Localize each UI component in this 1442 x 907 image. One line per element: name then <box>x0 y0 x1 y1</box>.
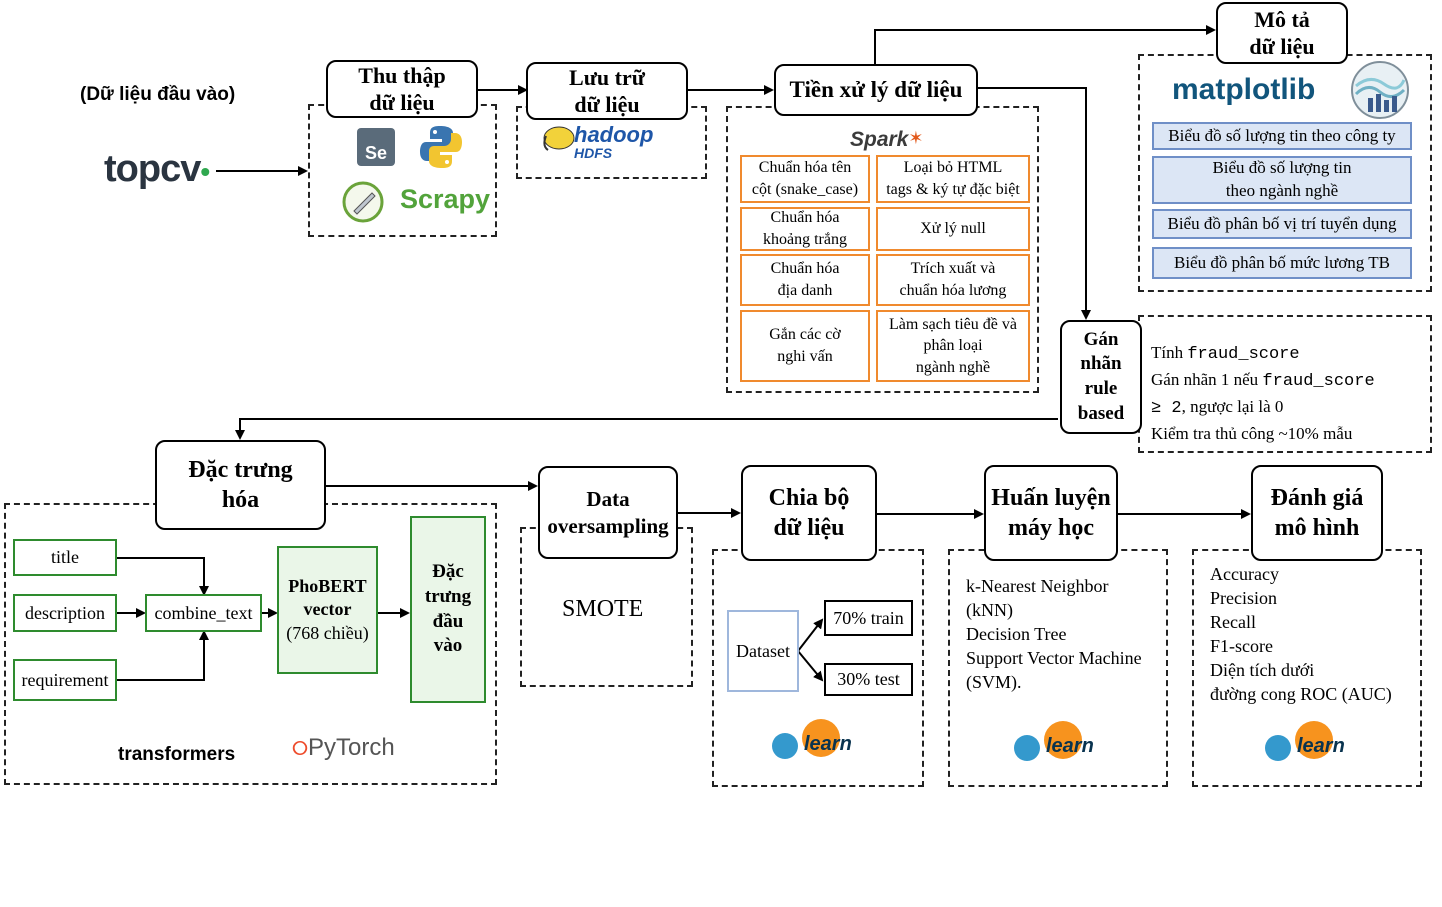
viz-item: Biểu đồ phân bố mức lương TB <box>1152 247 1412 279</box>
label-rule-line: Tính fraud_score <box>1151 340 1375 367</box>
model-list: k-Nearest Neighbor (kNN) Decision Tree S… <box>966 576 1142 692</box>
input-features-box: Đặc trưng đầu vào <box>410 516 486 703</box>
scrapy-logo-text: Scrapy <box>400 184 491 214</box>
pytorch-logo: ⭘PyTorch <box>292 734 395 762</box>
stage-describe-label: Mô tả dữ liệu <box>1249 6 1315 60</box>
stage-preprocess-label: Tiền xử lý dữ liệu <box>789 76 963 102</box>
sklearn-blob-orange <box>1044 721 1082 759</box>
sklearn-logo-text: learn <box>804 733 852 755</box>
stage-preprocess: Tiền xử lý dữ liệu <box>774 64 978 116</box>
train-split-box: 70% train <box>824 600 913 636</box>
pytorch-logo-text: PyTorch <box>308 734 395 761</box>
viz-item: Biểu đồ số lượng tin theo công ty <box>1152 122 1412 150</box>
hadoop-elephant-icon <box>543 126 575 151</box>
metric-list: Accuracy Precision Recall F1-score Diện … <box>1210 564 1392 704</box>
transformers-label: transformers <box>118 744 236 765</box>
stage-oversample: Data oversampling <box>538 466 678 559</box>
selenium-icon: Se <box>357 128 395 166</box>
stage-train-label: Huấn luyện máy học <box>991 485 1111 541</box>
selenium-icon-text: Se <box>364 143 388 163</box>
label-rule-code: fraud_score <box>1187 345 1300 364</box>
spark-star-icon: ✶ <box>908 128 924 148</box>
topcv-logo-dot: • <box>200 156 210 187</box>
feature-input-description: description <box>13 594 117 632</box>
input-label: (Dữ liệu đầu vào) <box>80 84 236 105</box>
stage-split-label: Chia bộ dữ liệu <box>768 485 850 541</box>
seaborn-logo-icon <box>1351 61 1409 119</box>
label-rule-line: Gán nhãn 1 nếu fraud_score <box>1151 367 1375 394</box>
scrapy-spatula-icon <box>342 181 384 223</box>
collect-tools-group <box>308 104 497 237</box>
label-rules-text: Tính fraud_score Gán nhãn 1 nếu fraud_sc… <box>1151 340 1375 446</box>
topcv-logo-text: topcv <box>104 148 201 190</box>
sklearn-blob-orange <box>1295 721 1333 759</box>
sklearn-logo-text: learn <box>1297 735 1345 757</box>
stage-split: Chia bộ dữ liệu <box>741 465 877 561</box>
hadoop-logo-text: hadoop <box>574 122 654 147</box>
dataset-box: Dataset <box>727 610 799 692</box>
pytorch-flame-icon: ⭘ <box>292 738 308 760</box>
sklearn-blob-blue <box>1014 735 1040 761</box>
preprocess-step: Chuẩn hóa khoảng trắng <box>740 207 870 251</box>
sklearn-blob-blue <box>772 733 798 759</box>
stage-label-label: Gán nhãn rule based <box>1077 328 1125 424</box>
smote-label: SMOTE <box>562 596 644 622</box>
stage-store: Lưu trữ dữ liệu <box>526 62 688 120</box>
phobert-label: PhoBERT vector <box>288 575 367 620</box>
stage-evaluate-label: Đánh giá mô hình <box>1270 485 1364 541</box>
preprocess-step: Chuẩn hóa tên cột (snake_case) <box>740 155 870 203</box>
label-rule-text: Gán nhãn 1 nếu <box>1151 370 1263 389</box>
preprocess-step: Gắn các cờ nghi vấn <box>740 310 870 382</box>
test-split-box: 30% test <box>824 663 913 696</box>
stage-featurize-label: Đặc trưng hóa <box>188 457 293 513</box>
phobert-box: PhoBERT vector (768 chiều) <box>277 546 378 674</box>
feature-input-requirement: requirement <box>13 659 117 701</box>
viz-item: Biểu đồ số lượng tin theo ngành nghề <box>1152 156 1412 204</box>
preprocess-step: Loại bỏ HTML tags & ký tự đặc biệt <box>876 155 1030 203</box>
sklearn-logo: learn <box>772 719 856 761</box>
stage-label: Gán nhãn rule based <box>1060 320 1142 434</box>
stage-oversample-label: Data oversampling <box>547 487 669 538</box>
feature-input-title: title <box>13 539 117 576</box>
spark-logo-text: Spark <box>850 128 909 151</box>
sklearn-logo: learn <box>1014 721 1098 763</box>
sklearn-logo: learn <box>1265 721 1349 763</box>
preprocess-step: Làm sạch tiêu đề và phân loại ngành nghề <box>876 310 1030 382</box>
preprocess-step: Trích xuất và chuẩn hóa lương <box>876 254 1030 306</box>
matplotlib-logo: matplotlib <box>1172 73 1316 106</box>
sklearn-blob-blue <box>1265 735 1291 761</box>
stage-evaluate: Đánh giá mô hình <box>1251 465 1383 561</box>
stage-collect-label: Thu thập dữ liệu <box>358 62 446 116</box>
spark-logo: Spark✶ <box>850 128 923 152</box>
label-rule-text: Tính <box>1151 343 1188 362</box>
sklearn-blob-orange <box>802 719 840 757</box>
label-rule-line: ≥ 2, ngược lại là 0 <box>1151 394 1375 421</box>
stage-store-label: Lưu trữ dữ liệu <box>569 64 645 118</box>
preprocess-step: Xử lý null <box>876 207 1030 251</box>
label-rule-code: ≥ 2 <box>1151 399 1182 418</box>
preprocess-step: Chuẩn hóa địa danh <box>740 254 870 306</box>
combine-text-box: combine_text <box>145 594 262 632</box>
phobert-dimension: (768 chiều) <box>286 622 369 643</box>
sklearn-logo-text: learn <box>1046 735 1094 757</box>
python-icon <box>420 126 462 168</box>
stage-collect: Thu thập dữ liệu <box>326 60 478 118</box>
stage-describe: Mô tả dữ liệu <box>1216 2 1348 64</box>
hdfs-logo-text: HDFS <box>574 145 613 161</box>
stage-featurize: Đặc trưng hóa <box>155 440 326 530</box>
viz-item: Biểu đồ phân bố vị trí tuyển dụng <box>1152 209 1412 239</box>
label-rule-text: , ngược lại là 0 <box>1181 397 1284 416</box>
label-rule-line: Kiểm tra thủ công ~10% mẫu <box>1151 424 1353 443</box>
topcv-logo: topcv• <box>104 148 210 191</box>
label-rule-code: fraud_score <box>1262 372 1375 391</box>
stage-train: Huấn luyện máy học <box>984 465 1118 561</box>
arrow-label-to-featurize <box>235 418 1058 440</box>
